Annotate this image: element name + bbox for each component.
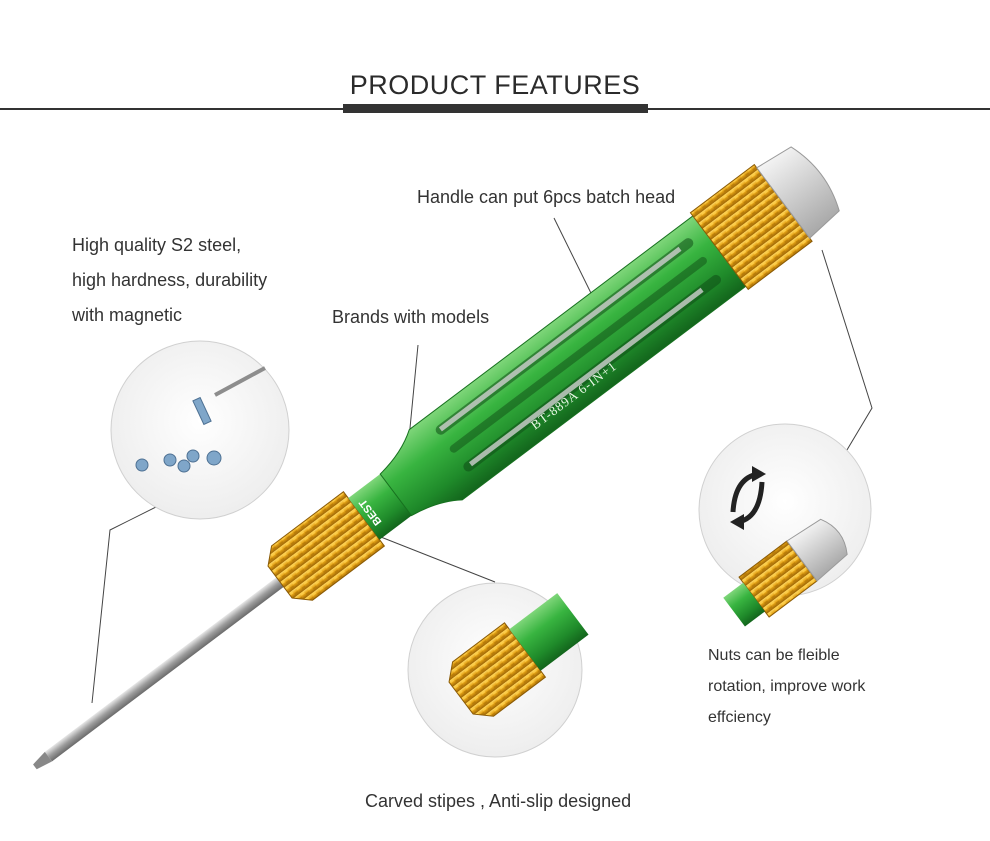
steel-callout: High quality S2 steel, high hardness, du…: [72, 228, 267, 333]
steel-callout-line-3: with magnetic: [72, 305, 183, 325]
steel-callout-line-1: High quality S2 steel,: [72, 235, 242, 255]
handle-callout: Handle can put 6pcs batch head: [417, 187, 676, 207]
nuts-callout-line-1: Nuts can be fleible: [708, 647, 840, 664]
bit-tip: [33, 751, 53, 770]
page-title: PRODUCT FEATURES: [349, 70, 641, 100]
nuts-callout: Nuts can be fleible rotation, improve wo…: [708, 640, 865, 733]
nuts-callout-line-3: effciency: [708, 709, 771, 726]
brand-callout: Brands with models: [332, 307, 490, 327]
screws-detail-circle: [110, 340, 290, 520]
handle-neck: [348, 474, 412, 540]
nuts-callout-line-2: rotation, improve work: [708, 678, 866, 695]
collar-detail-circle: [407, 582, 589, 758]
screwdriver: [33, 146, 840, 770]
front-knurled-collar: [267, 491, 386, 601]
stripes-callout: Carved stipes , Anti-slip designed: [365, 791, 632, 811]
end-cap: [755, 146, 840, 239]
steel-shaft: [44, 571, 292, 762]
steel-callout-line-2: high hardness, durability: [72, 270, 268, 290]
title-underline-bar: [343, 104, 648, 113]
rotation-detail-circle: [698, 423, 872, 627]
